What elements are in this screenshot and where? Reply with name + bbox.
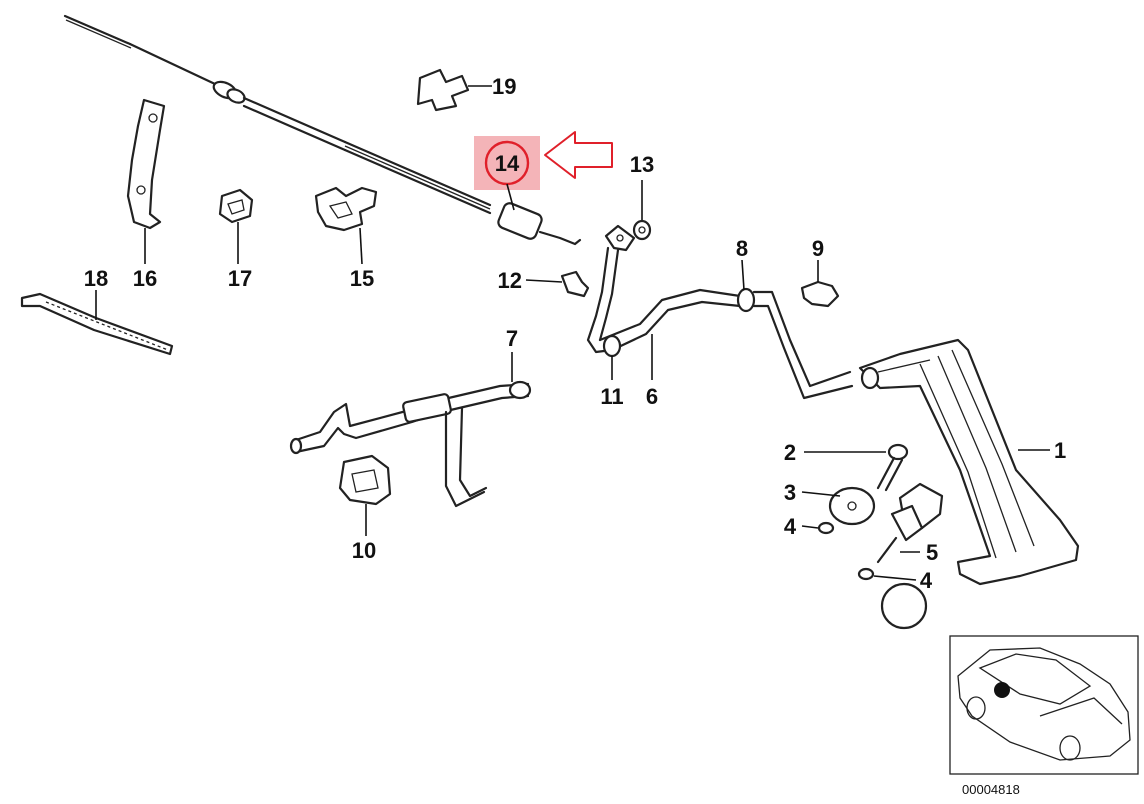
callout-11: 11: [600, 384, 623, 409]
part-6-rod: 6 8: [598, 236, 854, 409]
throttle-cable: [63, 14, 582, 246]
part-4-nut-upper: 4: [784, 514, 835, 539]
part-17-clip-nut: 17: [218, 188, 254, 291]
part-5-stop-buffer: 5: [876, 482, 944, 565]
callout-14: 14: [495, 151, 520, 176]
callout-5: 5: [926, 540, 938, 565]
callout-19: 19: [492, 74, 516, 99]
callout-4a: 4: [784, 514, 797, 539]
part-3-disc: 3: [784, 480, 876, 526]
part-7-linkage: 7: [289, 326, 532, 508]
callout-3: 3: [784, 480, 796, 505]
callout-15: 15: [350, 266, 374, 291]
linkage-lever: [586, 224, 636, 354]
highlight-part-14: 14: [474, 131, 613, 211]
part-15-holder: 15: [314, 186, 378, 291]
callout-16: 16: [133, 266, 157, 291]
callout-13: 13: [630, 152, 654, 177]
part-4-nut-lower: 4: [857, 567, 933, 630]
callout-4b: 4: [920, 568, 933, 593]
callout-18: 18: [84, 266, 108, 291]
callout-1: 1: [1054, 438, 1066, 463]
callout-10: 10: [352, 538, 376, 563]
part-9-clip: 9: [800, 236, 840, 308]
location-marker-icon: [994, 682, 1010, 698]
part-10-bracket: 10: [338, 454, 392, 563]
part-2-bolt: 2: [784, 440, 909, 492]
callout-7: 7: [506, 326, 518, 351]
callout-8: 8: [736, 236, 748, 261]
highlight-arrow-icon: [544, 131, 613, 179]
part-13-washer: 13: [630, 152, 654, 241]
callout-2: 2: [784, 440, 796, 465]
callout-12: 12: [498, 268, 522, 293]
callout-6: 6: [646, 384, 658, 409]
car-location-inset: 00004818: [949, 635, 1139, 797]
part-11-bushing: 11: [600, 356, 624, 409]
part-1-accelerator-pedal: 1: [858, 338, 1080, 586]
part-18-cable-tie: 18: [20, 266, 174, 356]
diagram-code: 00004818: [962, 782, 1020, 797]
callout-17: 17: [228, 266, 252, 291]
part-19-clip: 19: [416, 68, 516, 112]
part-16-bracket: 16: [126, 98, 166, 291]
part-12-bolt: 12: [498, 268, 590, 298]
callout-9: 9: [812, 236, 824, 261]
